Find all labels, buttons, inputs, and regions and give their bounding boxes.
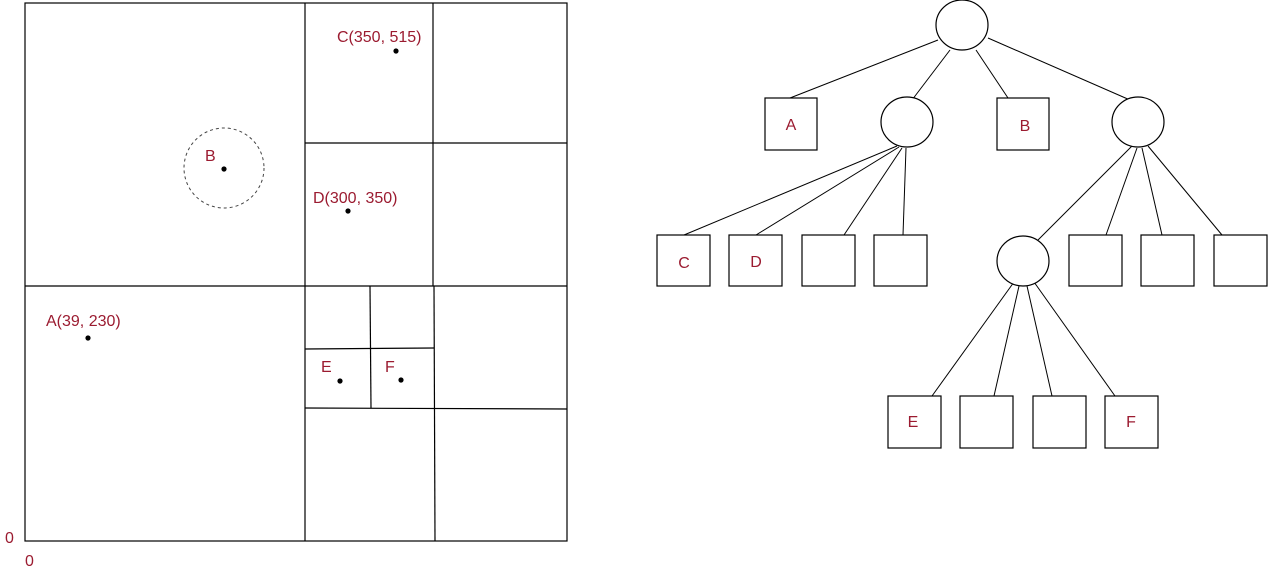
small-horizontal-line <box>304 347 435 350</box>
tree-leaf-empty-6 <box>959 395 1014 449</box>
origin-x-label: 0 <box>25 553 34 570</box>
tree-leaf-f <box>1104 395 1159 449</box>
point-c-dot <box>393 48 399 54</box>
point-a-label: A(39, 230) <box>46 313 121 330</box>
tree-edges <box>683 37 1223 397</box>
point-d-dot <box>345 208 351 214</box>
bottom-right-vertical-line <box>433 285 436 542</box>
tree-leaf-d <box>728 234 783 287</box>
point-c-label: C(350, 515) <box>337 29 422 46</box>
tree-leaf-a-label: A <box>786 117 797 134</box>
tree-leaf-e <box>887 395 942 449</box>
tree-leaf-b-label: B <box>1020 118 1031 135</box>
outer-boundary <box>24 2 568 542</box>
point-e-label: E <box>321 359 332 376</box>
origin-y-label: 0 <box>5 530 14 547</box>
tree-leaf-e-label: E <box>908 414 919 431</box>
tree-leaf-empty-5 <box>1213 234 1268 287</box>
point-e-dot <box>337 378 343 384</box>
tree-leaf-empty-7 <box>1032 395 1087 449</box>
tree-leaf-empty-2 <box>873 234 928 287</box>
small-vertical-line <box>369 285 372 409</box>
point-b-label: B <box>205 148 216 165</box>
tree-leaf-c-label: C <box>678 255 690 272</box>
point-f-label: F <box>385 359 395 376</box>
tree-internal-node-lower <box>996 235 1050 287</box>
bottom-right-horizontal-line <box>304 407 568 410</box>
tree-leaf-empty-3 <box>1068 234 1123 287</box>
data-points <box>85 48 404 384</box>
tree-leaf-d-label: D <box>750 254 762 271</box>
tree-root-node <box>935 0 989 51</box>
tree-leaf-b <box>996 97 1050 151</box>
tree-internal-node-right <box>1111 96 1165 148</box>
point-a-dot <box>85 335 91 341</box>
tree-internal-node-left <box>880 96 934 148</box>
tree-leaf-c <box>656 234 711 287</box>
query-circle <box>183 127 265 209</box>
quadtree-partition <box>24 2 568 542</box>
point-b-dot <box>221 166 227 172</box>
tree-leaf-empty-1 <box>801 234 856 287</box>
tree-leaf-empty-4 <box>1140 234 1195 287</box>
tree-leaf-f-label: F <box>1126 414 1136 431</box>
tree-leaf-a <box>764 97 818 151</box>
point-d-label: D(300, 350) <box>313 190 398 207</box>
point-f-dot <box>398 377 404 383</box>
